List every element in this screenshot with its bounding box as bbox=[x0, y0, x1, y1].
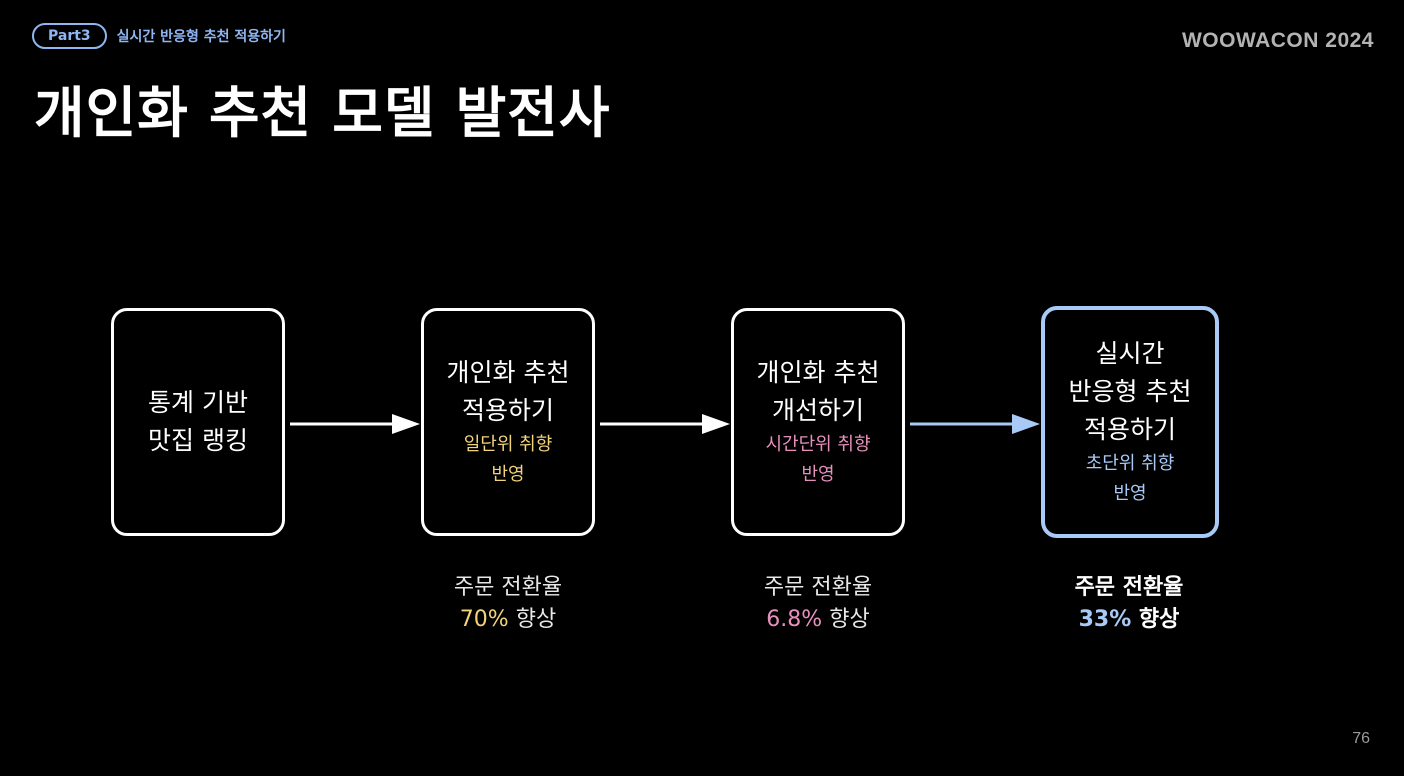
step-1-line-1: 통계 기반 bbox=[148, 388, 248, 417]
arrow-3-icon bbox=[910, 414, 1040, 434]
part-badge: Part3 bbox=[32, 23, 107, 49]
step-4-sub-1: 초단위 취향 bbox=[1085, 453, 1175, 474]
arrow-2-icon bbox=[600, 414, 730, 434]
step-box-3: 개인화 추천 개선하기 시간단위 취향 반영 bbox=[731, 308, 905, 536]
page-title: 개인화 추천 모델 발전사 bbox=[34, 81, 611, 145]
step-1-line-2: 맛집 랭킹 bbox=[148, 426, 248, 455]
arrow-1-icon bbox=[290, 414, 420, 434]
stat-2-label: 주문 전환율 bbox=[453, 575, 563, 600]
stat-3-result: 6.8% 향상 bbox=[708, 604, 928, 636]
page-number: 76 bbox=[1352, 730, 1370, 747]
stat-4-value: 33% bbox=[1078, 607, 1132, 632]
stat-4-suffix: 향상 bbox=[1138, 607, 1180, 632]
brand-logo: WOOWACON 2024 bbox=[1181, 29, 1374, 52]
step-2-sub-2: 반영 bbox=[491, 464, 525, 485]
step-4-sub-2: 반영 bbox=[1113, 483, 1147, 504]
step-box-4: 실시간 반응형 추천 적용하기 초단위 취향 반영 bbox=[1041, 306, 1219, 538]
stat-2: 주문 전환율 70% 향상 bbox=[398, 572, 618, 636]
step-3-line-2: 개선하기 bbox=[771, 396, 864, 425]
step-3-sub-2: 반영 bbox=[801, 464, 835, 485]
stat-2-result: 70% 향상 bbox=[398, 604, 618, 636]
stat-3-suffix: 향상 bbox=[829, 607, 870, 632]
step-2-line-1: 개인화 추천 bbox=[446, 358, 570, 387]
stat-4-label: 주문 전환율 bbox=[1074, 575, 1184, 600]
stat-3-value: 6.8% bbox=[766, 607, 823, 632]
section-title: 실시간 반응형 추천 적용하기 bbox=[116, 29, 286, 45]
step-box-2: 개인화 추천 적용하기 일단위 취향 반영 bbox=[421, 308, 595, 536]
step-box-1: 통계 기반 맛집 랭킹 bbox=[111, 308, 285, 536]
step-3-line-1: 개인화 추천 bbox=[756, 358, 880, 387]
step-4-line-2: 반응형 추천 bbox=[1068, 377, 1192, 406]
step-4-line-1: 실시간 bbox=[1095, 339, 1165, 368]
stat-2-value: 70% bbox=[459, 607, 509, 632]
step-3-sub-1: 시간단위 취향 bbox=[765, 434, 871, 455]
step-4-line-3: 적용하기 bbox=[1083, 415, 1176, 444]
header: Part3 실시간 반응형 추천 적용하기 bbox=[32, 23, 286, 49]
stat-2-suffix: 향상 bbox=[515, 607, 557, 632]
step-2-sub-1: 일단위 취향 bbox=[463, 434, 553, 455]
stat-3: 주문 전환율 6.8% 향상 bbox=[708, 572, 928, 636]
stat-3-label: 주문 전환율 bbox=[763, 575, 873, 600]
step-2-line-2: 적용하기 bbox=[461, 396, 554, 425]
stat-4-result: 33% 향상 bbox=[1019, 604, 1239, 636]
stat-4: 주문 전환율 33% 향상 bbox=[1019, 572, 1239, 636]
